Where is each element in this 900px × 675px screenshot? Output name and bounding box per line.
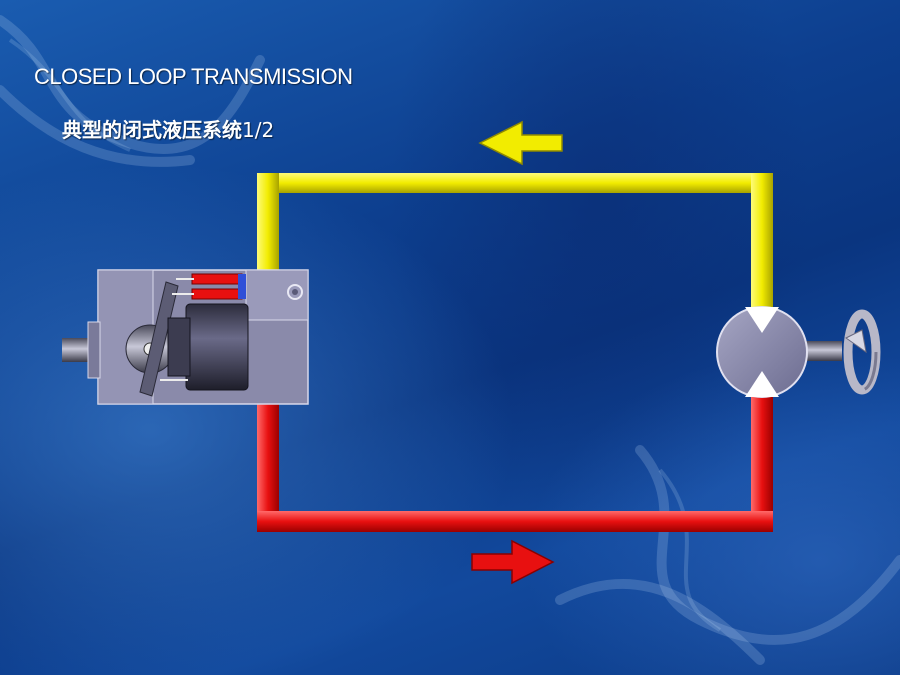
pump-piston-bottom [191,288,243,300]
high-pressure-line-bottom [257,511,773,532]
high-pressure-line-left [257,398,279,532]
pump-cylinder-block [185,303,249,391]
low-pressure-line-left [257,173,279,273]
rotation-arrow-icon [843,309,881,395]
pump-port-icon [287,284,303,300]
slide-title: CLOSED LOOP TRANSMISSION [34,64,353,89]
low-pressure-line-top [259,173,773,193]
pump-swash-plate [139,281,179,397]
low-pressure-line [257,173,773,313]
motor-outlet-triangle [745,371,779,397]
pump-piston-top [191,273,243,285]
slide-subtitle: 典型的闭式液压系统1/2 [62,114,274,143]
hydraulic-motor [716,306,842,398]
high-pressure-line-right [751,392,773,532]
page-indicator: 1/2 [242,118,275,142]
axial-piston-pump [62,269,309,405]
subtitle-text: 典型的闭式液压系统 [62,118,242,142]
flow-arrow-left-icon [478,120,563,166]
flow-arrow-right-icon [471,539,555,585]
motor-output-shaft [802,341,842,361]
high-pressure-line [257,392,773,532]
motor-inlet-triangle [745,307,779,333]
low-pressure-line-right [751,173,773,313]
